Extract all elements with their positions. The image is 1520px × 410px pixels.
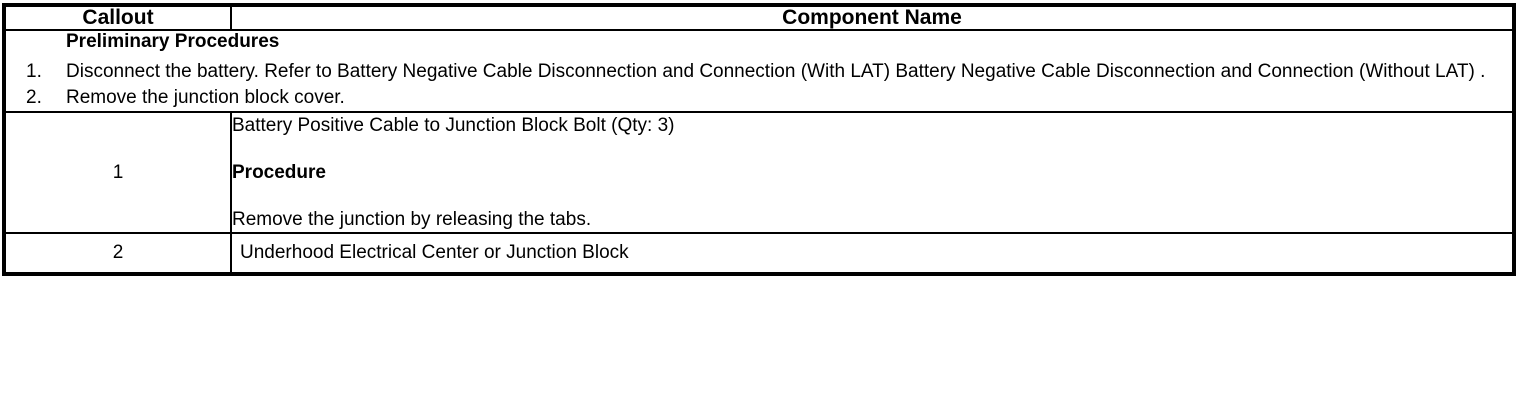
callout-number-1: 1	[3, 111, 232, 234]
header-callout: Callout	[3, 4, 232, 31]
preliminary-step-2: Remove the junction block cover.	[26, 85, 345, 110]
component-cell-1: Battery Positive Cable to Junction Block…	[230, 111, 1515, 234]
procedure-text-1: Remove the junction by releasing the tab…	[232, 209, 592, 230]
component-name-2: Underhood Electrical Center or Junction …	[240, 242, 629, 263]
preliminary-step-1: Disconnect the battery. Refer to Battery…	[26, 59, 1486, 84]
preliminary-procedures-row: Preliminary Procedures Disconnect the ba…	[3, 29, 1515, 113]
callout-number-2: 2	[3, 232, 232, 275]
preliminary-procedures-title: Preliminary Procedures	[66, 31, 280, 52]
table-row: 2 Underhood Electrical Center or Junctio…	[3, 232, 1515, 275]
preliminary-steps-list: Disconnect the battery. Refer to Battery…	[6, 59, 1512, 110]
procedure-label-1: Procedure	[232, 162, 326, 183]
table-header-row: Callout Component Name	[3, 4, 1515, 31]
component-name-1: Battery Positive Cable to Junction Block…	[232, 115, 675, 136]
table-row: 1 Battery Positive Cable to Junction Blo…	[3, 111, 1515, 234]
component-cell-2: Underhood Electrical Center or Junction …	[230, 232, 1515, 275]
callout-component-table: Callout Component Name Preliminary Proce…	[2, 3, 1516, 276]
preliminary-procedures-cell: Preliminary Procedures Disconnect the ba…	[3, 29, 1515, 113]
header-component-name: Component Name	[230, 4, 1515, 31]
